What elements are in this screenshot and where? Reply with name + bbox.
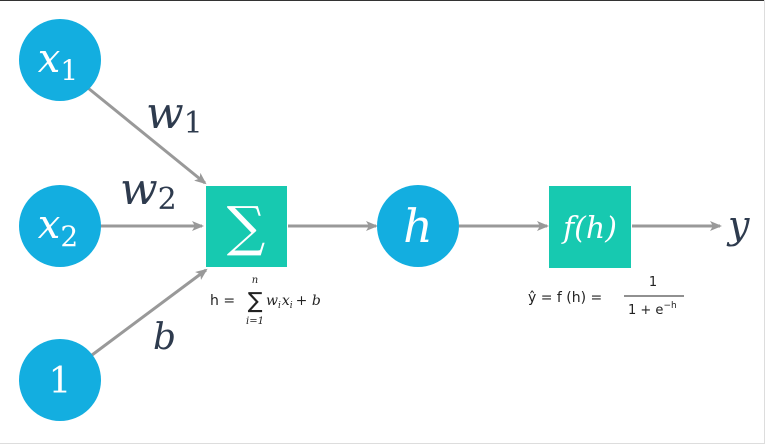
- weight-w1-label: w1: [146, 88, 203, 141]
- svg-text:x2: x2: [38, 202, 78, 253]
- svg-text:x1: x1: [38, 36, 78, 87]
- hidden-node-h: h: [377, 185, 459, 267]
- weight-w2-label: w2: [120, 164, 177, 217]
- bias-label: 1: [49, 361, 72, 402]
- activation-formula: ŷ = f (h) = 1 1 + e−h: [528, 275, 684, 318]
- sum-formula-lhs: h =: [210, 293, 235, 309]
- activation-label: f(h): [561, 211, 617, 246]
- sum-formula: h = n ∑ i=1 wixi+ b: [210, 275, 321, 327]
- sum-box: ∑: [206, 186, 287, 267]
- x1-sub: 1: [60, 54, 78, 87]
- sum-formula-lower: i=1: [246, 316, 264, 327]
- hidden-label: h: [403, 199, 433, 253]
- input-node-x2: x2: [19, 185, 101, 267]
- x2-sub: 2: [60, 220, 78, 253]
- sum-formula-upper: n: [252, 275, 258, 286]
- bias-weight-label: b: [153, 317, 176, 358]
- top-border: [0, 0, 765, 1]
- arrow-bias-to-sum: [91, 268, 208, 357]
- output-label: y: [726, 203, 750, 247]
- input-node-x1: x1: [19, 19, 101, 101]
- sum-icon: ∑: [227, 195, 266, 258]
- activation-box: f(h): [549, 186, 631, 268]
- sum-formula-term: wixi+ b: [266, 293, 321, 311]
- activation-formula-numerator: 1: [649, 275, 657, 290]
- sum-formula-sigma: ∑: [248, 289, 263, 314]
- x1-base: x: [38, 36, 61, 82]
- bias-node: 1: [19, 339, 101, 421]
- x2-base: x: [38, 202, 61, 248]
- activation-formula-denominator: 1 + e−h: [628, 301, 677, 318]
- arrow-x1-to-sum: [87, 86, 207, 185]
- activation-formula-lhs: ŷ = f (h) =: [528, 290, 602, 306]
